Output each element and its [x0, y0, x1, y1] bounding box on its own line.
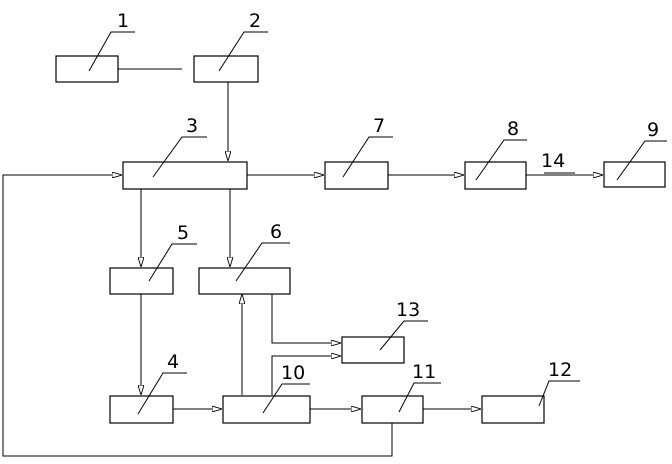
leader-1	[88, 31, 135, 72]
leader-3	[152, 136, 207, 178]
block-12	[481, 395, 545, 424]
link-6-13	[271, 294, 341, 343]
block-7	[324, 161, 389, 190]
block-10	[222, 395, 311, 424]
block-1	[55, 55, 119, 83]
block-9	[603, 161, 666, 188]
label-3: 3	[186, 115, 198, 137]
label-4: 4	[167, 351, 179, 373]
leader-12	[538, 380, 580, 407]
label-12: 12	[548, 359, 572, 381]
label-14: 14	[541, 150, 565, 172]
leader-2	[218, 31, 268, 72]
label-8: 8	[507, 118, 519, 140]
leader-10	[262, 383, 310, 414]
label-6: 6	[270, 221, 282, 243]
label-13: 13	[396, 299, 420, 321]
labels: 1 2 3 7 8 9 14 5 6 13 4 10 11 12	[117, 10, 659, 384]
leaders	[88, 31, 667, 415]
block-4	[109, 395, 174, 424]
label-11: 11	[412, 361, 436, 383]
leader-13	[379, 320, 428, 351]
connections	[2, 68, 603, 457]
label-5: 5	[177, 222, 189, 244]
leader-6	[235, 242, 290, 282]
block-3	[122, 161, 248, 190]
leader-8	[475, 139, 527, 181]
block-8	[464, 161, 527, 190]
blocks	[55, 55, 666, 424]
label-7: 7	[373, 115, 385, 137]
leader-5	[148, 243, 197, 282]
feedback-11-3	[2, 175, 393, 457]
label-1: 1	[117, 10, 129, 32]
label-10: 10	[281, 362, 305, 384]
block-6	[198, 267, 291, 295]
leader-4	[137, 372, 187, 415]
label-9: 9	[647, 119, 659, 141]
leader-9	[616, 140, 667, 181]
block-11	[361, 395, 424, 424]
leader-11	[398, 382, 441, 413]
block-13	[341, 336, 405, 364]
link-10-13	[271, 356, 341, 395]
label-2: 2	[249, 10, 261, 32]
block-5	[109, 267, 174, 295]
leader-7	[342, 136, 393, 178]
